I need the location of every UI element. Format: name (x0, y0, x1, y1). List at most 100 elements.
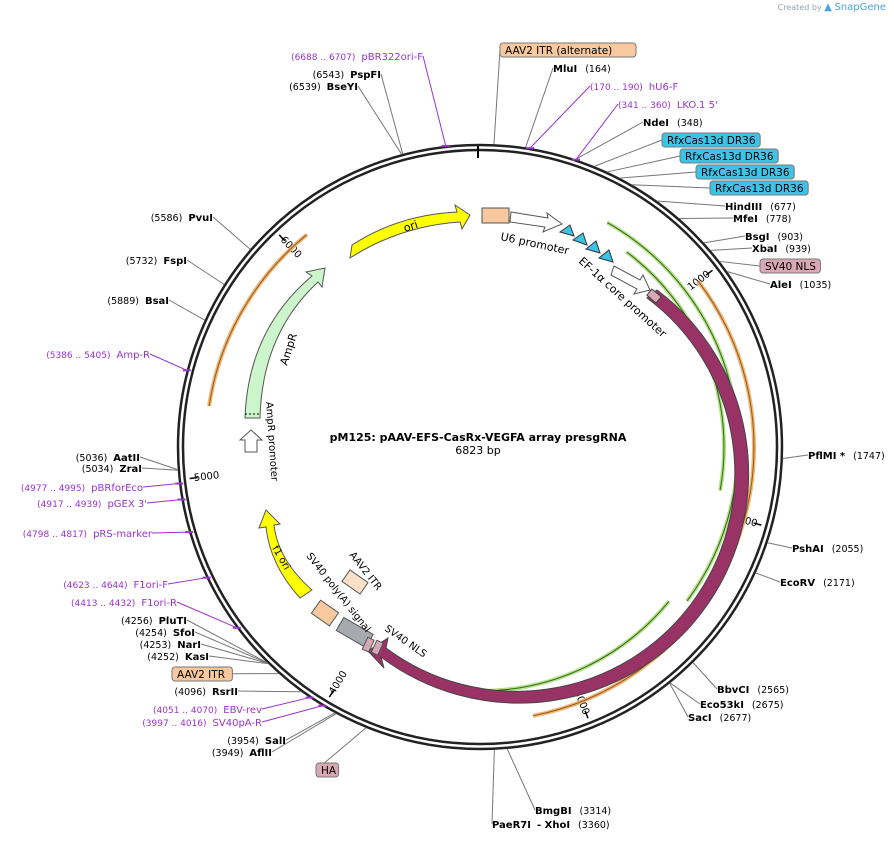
sv40-polya-feature: SV40 poly(A) signal AAV2 ITR SV40 NLS (304, 550, 429, 660)
credit: Created by ▲ SnapGene (778, 2, 886, 13)
feature-box-label: RfxCas13d DR36 (685, 151, 774, 163)
label-position: (6539) (289, 82, 321, 93)
label-name: PflMI * (808, 451, 846, 462)
leader-line (506, 748, 536, 811)
label-name-2: - XhoI (537, 820, 570, 831)
leader-line (261, 697, 310, 710)
enzyme-label: (5036)AatII (76, 453, 140, 464)
label-name: MfeI (733, 214, 758, 225)
enzyme-label: (5034)ZraI (82, 464, 142, 475)
backbone-outer (176, 143, 784, 751)
label-position: (4254) (135, 628, 167, 639)
feature-box (315, 762, 340, 778)
leader-line (692, 662, 718, 690)
ori-feature: ori (349, 203, 471, 260)
label-name: PvuI (188, 213, 213, 224)
label-position: (4252) (147, 652, 179, 663)
enzyme-label: (6543)PspFI (313, 70, 381, 81)
label-position: (170 .. 190) (590, 83, 643, 93)
label-name: BseYI (327, 82, 358, 93)
label-position: (4253) (140, 640, 172, 651)
backbone-inner (181, 148, 779, 746)
f1-ori-feature: f1 ori (258, 509, 313, 599)
label-name: Eco53kI (700, 700, 744, 711)
ampr-label: AmpR (277, 331, 300, 367)
credit-brand: SnapGene (834, 2, 886, 13)
enzyme-label: (4253)NarI (140, 640, 201, 651)
label-name: AatII (113, 453, 140, 464)
label-position: (778) (766, 214, 792, 225)
leader-line (167, 577, 207, 585)
primer-label: (4798 .. 4817)pRS-marker (23, 529, 153, 540)
plasmid-size: 6823 bp (455, 444, 500, 457)
label-name: EcoRV (780, 578, 815, 589)
label-name: PaeR7I (492, 820, 531, 831)
leader-line (575, 121, 644, 160)
enzyme-label: (3954)SalI (227, 736, 286, 747)
label-name: pRS-marker (93, 529, 153, 540)
label-name: AflII (249, 748, 272, 759)
scale-tick (705, 269, 713, 276)
label-name: Amp-R (117, 350, 151, 361)
leader-line (669, 683, 689, 718)
enzyme-label: NdeI (348) (643, 118, 703, 129)
label-name: pGEX 3' (107, 499, 147, 510)
ori-label: ori (402, 218, 420, 235)
label-position: (4917 .. 4939) (37, 500, 101, 510)
leader-line (656, 200, 726, 207)
feature-box-label: RfxCas13d DR36 (715, 183, 804, 195)
enzyme-label: AleI(1035) (770, 280, 831, 291)
label-position: (5034) (82, 464, 114, 475)
scale-tick (753, 522, 762, 526)
leader-line (525, 67, 554, 148)
label-name: NdeI (643, 118, 669, 129)
label-position: (164) (585, 64, 611, 75)
label-position: (4051 .. 4070) (153, 706, 217, 716)
label-position: (4623 .. 4644) (63, 581, 127, 591)
feature-box (695, 164, 795, 180)
primer-label: (4413 .. 4432)F1ori-R (71, 598, 177, 609)
enzyme-label: SacI(2677) (688, 713, 751, 724)
label-position: (348) (677, 118, 703, 129)
leader-line (186, 619, 268, 664)
green-arc-lower (482, 600, 671, 693)
label-position: (2675) (752, 700, 784, 711)
label-name: BmgBI (535, 806, 572, 817)
leader-line (149, 353, 188, 371)
leader-line (493, 49, 501, 145)
label-position: (2677) (720, 713, 752, 724)
leader-line (271, 713, 337, 753)
label-name: AleI (770, 280, 792, 291)
feature-box-label: HA (321, 765, 337, 777)
label-name: PshAI (792, 544, 824, 555)
label-name: PspFI (350, 70, 381, 81)
f1-ori-label: f1 ori (269, 544, 292, 572)
enzyme-label: (6539) BseYI (289, 82, 358, 93)
leader-line (357, 85, 403, 155)
label-name: KasI (185, 652, 209, 663)
plasmid-name: pM125: pAAV-EFS-CasRx-VEGFA array presgR… (330, 431, 627, 444)
feature-box-label: AAV2 ITR (alternate) (505, 45, 612, 57)
label-position: (341 .. 360) (618, 101, 671, 111)
feature-box (759, 258, 821, 274)
label-name: SalI (265, 736, 286, 747)
enzyme-label: MluI(164) (553, 64, 611, 75)
rfxcas13d-feature: RfxCas13d (367, 288, 750, 704)
primer-label: (4917 .. 4939) pGEX 3' (37, 499, 147, 510)
leader-line (719, 260, 761, 267)
label-name: pBR322ori-F (361, 52, 423, 63)
leader-line (176, 601, 238, 629)
label-position: (4977 .. 4995) (21, 484, 85, 494)
u6-promoter-label: U6 promoter (499, 230, 570, 257)
leader-line (575, 103, 619, 160)
label-position: (3360) (578, 820, 610, 831)
label-name: PluTI (159, 616, 187, 627)
enzyme-label: (4096)RsrII (174, 687, 238, 698)
leader-line (208, 655, 269, 665)
u6-promoter-feature: U6 promoter (481, 207, 571, 258)
enzyme-label: PflMI *(1747) (808, 451, 885, 462)
feature-box (661, 132, 761, 148)
ori-orange-arc-core (208, 234, 308, 407)
label-name: BsgI (745, 232, 769, 243)
scale-tick (189, 476, 198, 480)
